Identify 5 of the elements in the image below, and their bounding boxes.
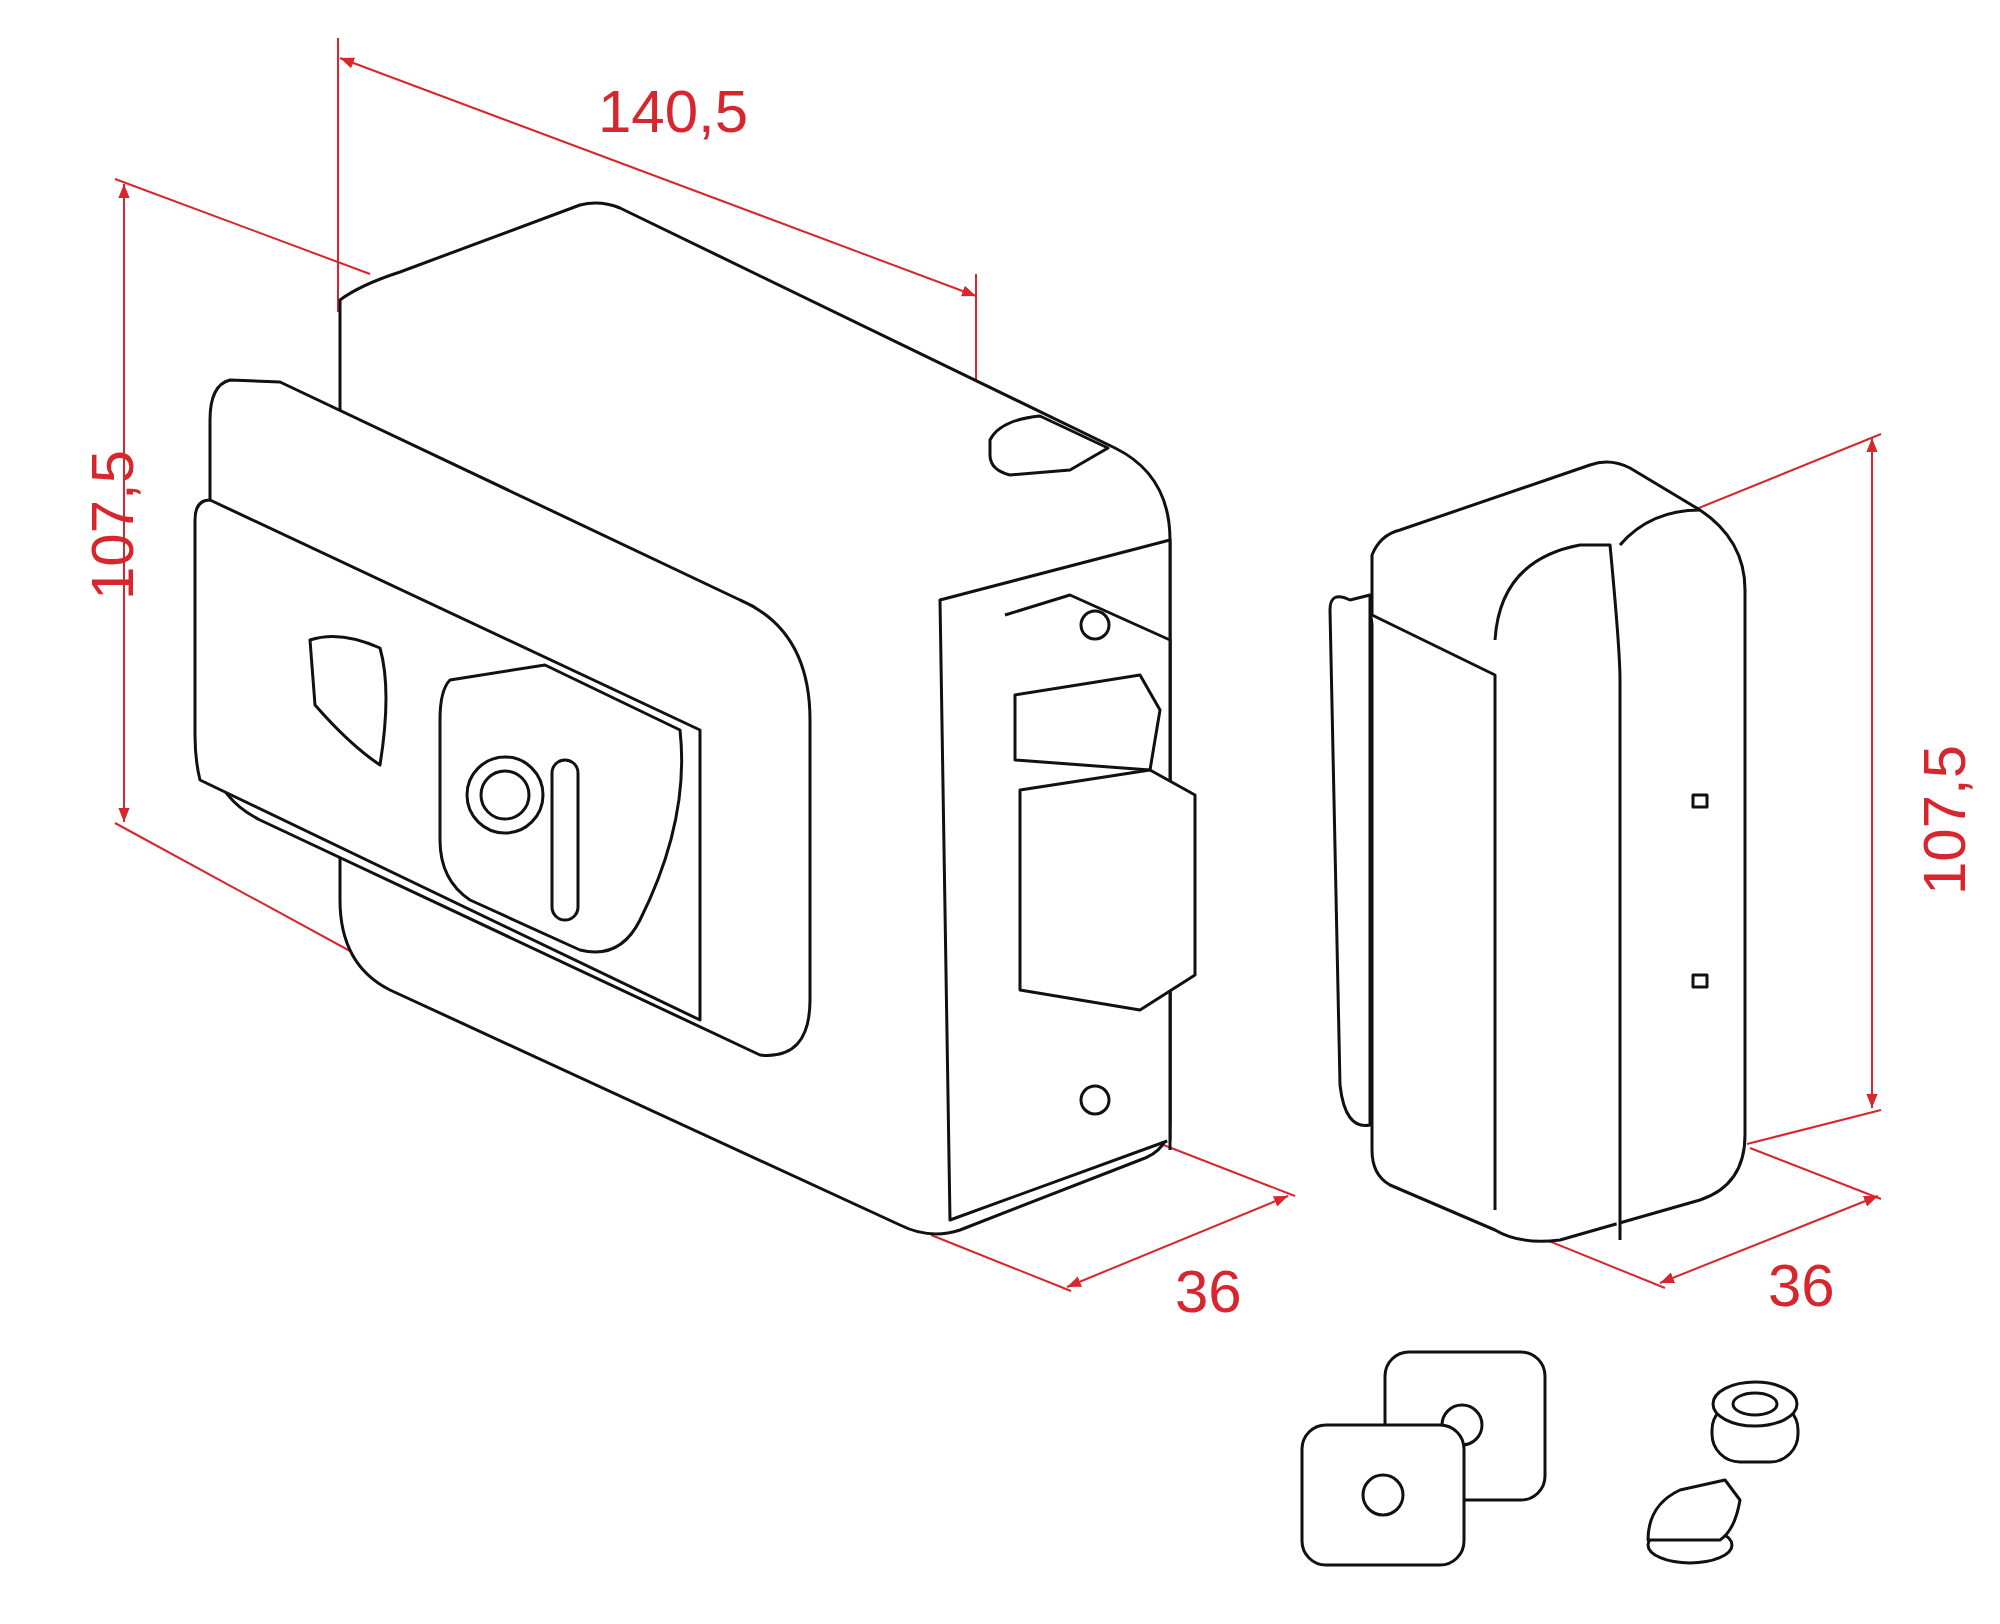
dimension-label: 36 [1768,1256,1835,1316]
dimension-label: 140,5 [598,82,749,142]
dimension-label: 107,5 [1915,744,1976,896]
dimension-label: 36 [1175,1262,1242,1322]
dimension-label: 107,5 [83,449,144,601]
